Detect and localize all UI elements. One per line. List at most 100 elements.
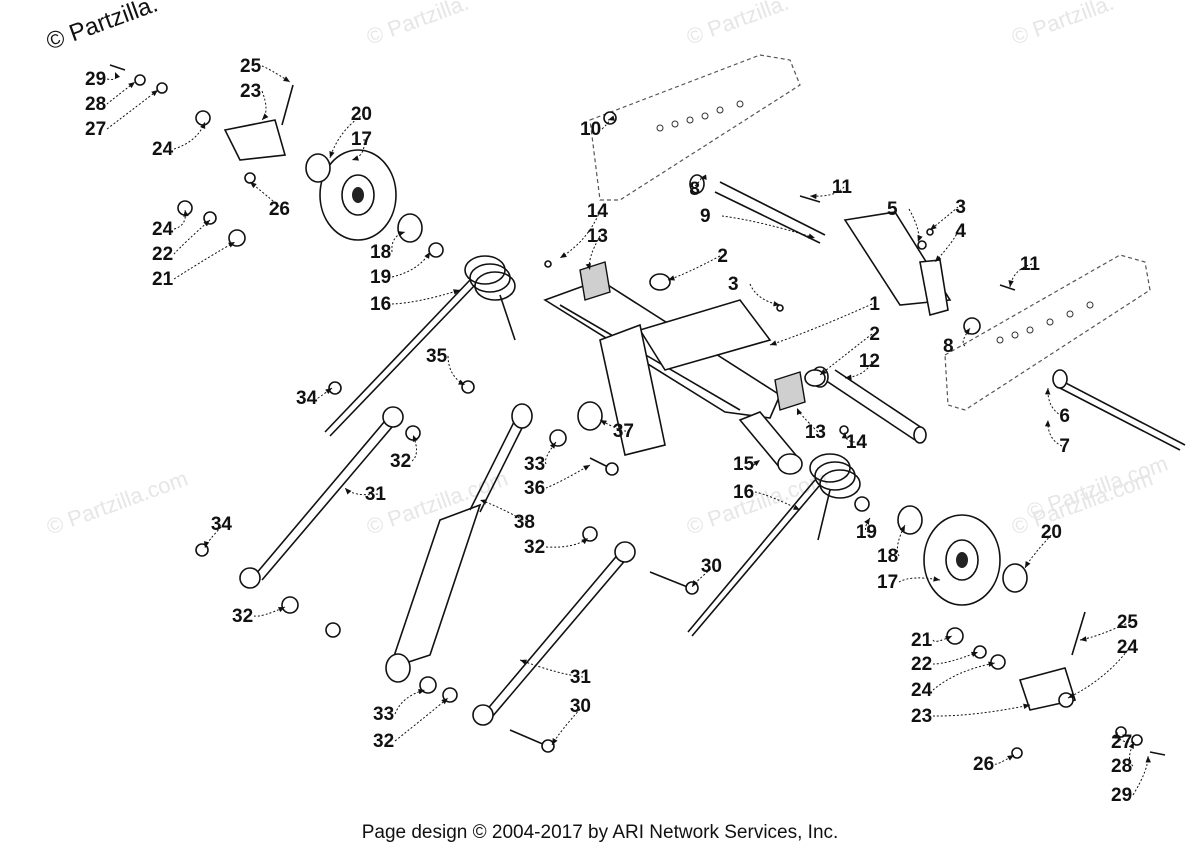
callout-13: 13 [796, 407, 826, 443]
leader-arrowhead [278, 607, 285, 613]
callout-11: 11 [1008, 254, 1040, 288]
footer-credit: Page design © 2004-2017 by ARI Network S… [362, 822, 839, 843]
leader-line [667, 255, 721, 281]
callout-27: 27 [85, 89, 159, 140]
callout-18: 18 [370, 231, 406, 263]
callout-22: 22 [911, 651, 979, 675]
callout-33: 33 [524, 441, 557, 475]
callout-30: 30 [551, 696, 591, 746]
leader-line [394, 697, 449, 742]
callout-18: 18 [877, 524, 906, 567]
callout-26: 26 [249, 181, 290, 220]
leader-arrowhead [1025, 561, 1031, 568]
callout-number: 35 [426, 346, 448, 367]
callout-number: 32 [232, 606, 253, 627]
callout-number: 7 [1059, 436, 1070, 457]
leader-arrowhead [668, 275, 675, 281]
leader-arrowhead [441, 698, 448, 705]
leader-line [932, 704, 1031, 717]
callout-19: 19 [856, 517, 877, 543]
callout-number: 9 [700, 206, 711, 227]
callout-number: 28 [1111, 756, 1132, 777]
callout-24: 24 [152, 209, 189, 240]
callout-number: 22 [911, 654, 932, 675]
watermark: © Partzilla.com [683, 466, 831, 540]
leader-arrowhead [773, 301, 780, 307]
callout-number: 4 [955, 221, 966, 242]
callout-38: 38 [479, 499, 535, 533]
callout-12: 12 [844, 351, 880, 380]
callout-31: 31 [519, 659, 591, 688]
callout-number: 32 [390, 451, 411, 472]
leader-arrowhead [796, 408, 802, 415]
leader-arrowhead [552, 738, 558, 745]
leader-arrowhead [1044, 420, 1051, 427]
callout-3: 3 [728, 274, 781, 307]
watermark: © Partzilla. [1008, 0, 1117, 50]
callout-number: 36 [524, 478, 545, 499]
leader-arrowhead [1080, 636, 1087, 642]
callout-number: 27 [85, 119, 106, 140]
callout-37: 37 [599, 419, 634, 442]
callout-10: 10 [580, 115, 615, 140]
leader-arrowhead [128, 82, 135, 89]
leader-line [106, 71, 117, 80]
callout-8: 8 [943, 327, 971, 357]
leader-arrowhead [203, 220, 210, 227]
callout-number: 2 [717, 246, 728, 267]
callout-number: 5 [887, 199, 898, 220]
callout-number: 24 [152, 219, 174, 240]
leader-line [749, 283, 781, 306]
callout-number: 15 [733, 454, 755, 475]
callout-number: 24 [1117, 637, 1139, 658]
callout-19: 19 [370, 251, 431, 288]
callout-number: 23 [240, 81, 261, 102]
leader-arrowhead [1128, 742, 1134, 749]
leader-arrowhead [325, 388, 332, 395]
callout-number: 30 [701, 556, 722, 577]
callout-32: 32 [232, 606, 286, 627]
callout-number: 32 [373, 731, 394, 752]
leader-line [317, 387, 333, 399]
callout-21: 21 [911, 630, 953, 651]
callout-number: 25 [1117, 612, 1139, 633]
callout-number: 23 [911, 706, 932, 727]
callout-24: 24 [152, 121, 206, 160]
callout-number: 11 [832, 177, 853, 198]
callout-number: 13 [805, 422, 826, 443]
callout-number: 14 [587, 201, 609, 222]
callout-number: 27 [1111, 732, 1132, 753]
leader-arrowhead [930, 223, 937, 230]
leader-line [1067, 646, 1131, 699]
callout-32: 32 [390, 434, 418, 472]
callout-30: 30 [691, 556, 722, 588]
leader-line [106, 89, 159, 130]
callout-number: 18 [370, 242, 391, 263]
callout-number: 33 [373, 704, 394, 725]
callout-number: 26 [973, 754, 994, 775]
callout-35: 35 [426, 346, 466, 386]
leader-arrowhead [480, 499, 487, 505]
callout-31: 31 [344, 484, 386, 505]
callout-26: 26 [973, 754, 1015, 775]
callout-number: 13 [587, 226, 608, 247]
callout-1: 1 [769, 294, 880, 346]
leader-arrowhead [933, 576, 940, 582]
callout-28: 28 [85, 81, 136, 115]
callout-5: 5 [887, 199, 923, 243]
watermark: © Partzilla. [683, 0, 792, 50]
leader-arrowhead [581, 538, 588, 545]
leader-line [519, 659, 584, 678]
leader-arrowhead [899, 525, 905, 532]
leader-arrowhead [560, 252, 567, 258]
leader-line [1129, 741, 1135, 767]
leader-arrowhead [250, 182, 257, 189]
leader-line [173, 121, 206, 150]
callout-11: 11 [809, 177, 853, 200]
callout-number: 3 [955, 197, 966, 218]
leader-arrowhead [845, 374, 852, 380]
callout-number: 12 [859, 351, 880, 372]
callout-number: 6 [1059, 406, 1070, 427]
